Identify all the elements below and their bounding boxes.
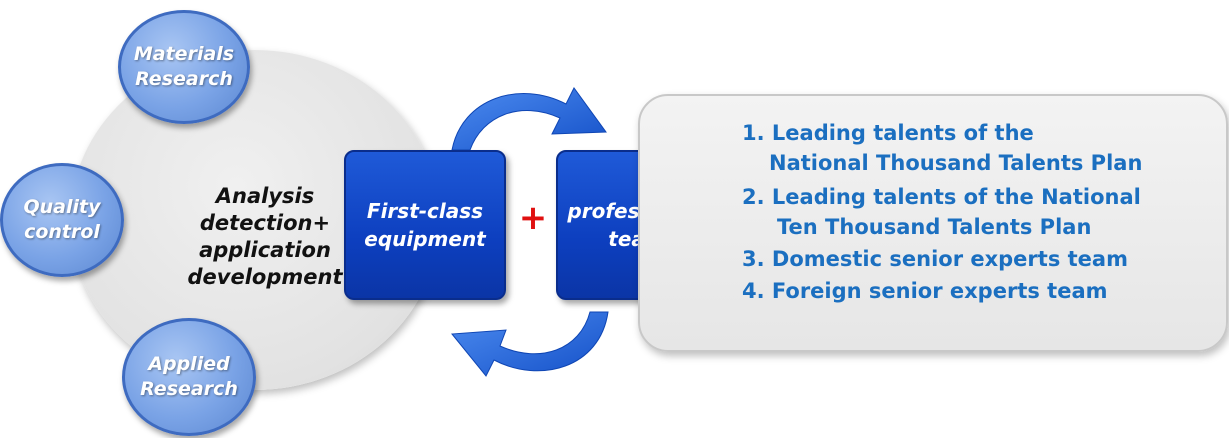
top-cycle-arrow-icon xyxy=(451,87,607,151)
talent-item-1-line-2: National Thousand Talents Plan xyxy=(769,151,1143,175)
bottom-cycle-arrow-icon xyxy=(451,311,609,377)
applied-research-line-1: Applied xyxy=(148,353,230,375)
materials-research-bubble: Materials Research xyxy=(118,10,250,124)
quality-control-line-1: Quality xyxy=(23,196,101,218)
talent-item-1-line-1: 1. Leading talents of the xyxy=(742,121,1034,145)
analysis-line-4: development xyxy=(187,265,343,289)
materials-research-line-1: Materials xyxy=(133,43,235,65)
applied-research-line-2: Research xyxy=(140,378,238,400)
equipment-line-2: equipment xyxy=(364,227,486,251)
equipment-line-1: First-class xyxy=(366,199,484,223)
quality-control-line-2: control xyxy=(24,221,100,243)
talent-item-2-line-1: 2. Leading talents of the National xyxy=(742,185,1141,209)
talents-list: 1. Leading talents of the National Thous… xyxy=(742,118,1212,306)
talents-panel xyxy=(638,94,1228,352)
first-class-equipment-box: First-class equipment xyxy=(344,150,506,300)
materials-research-line-2: Research xyxy=(135,68,233,90)
plus-sign: + xyxy=(518,198,548,238)
talent-item-3: 3. Domestic senior experts team xyxy=(742,247,1128,271)
analysis-line-3: application xyxy=(199,238,331,262)
analysis-line-2: detection+ xyxy=(199,211,331,235)
quality-control-bubble: Quality control xyxy=(0,163,124,277)
talent-item-4: 4. Foreign senior experts team xyxy=(742,279,1108,303)
analysis-line-1: Analysis xyxy=(215,184,315,208)
applied-research-bubble: Applied Research xyxy=(122,318,256,436)
analysis-text: Analysis detection+ application developm… xyxy=(140,183,390,291)
talent-item-2-line-2: Ten Thousand Talents Plan xyxy=(777,215,1092,239)
